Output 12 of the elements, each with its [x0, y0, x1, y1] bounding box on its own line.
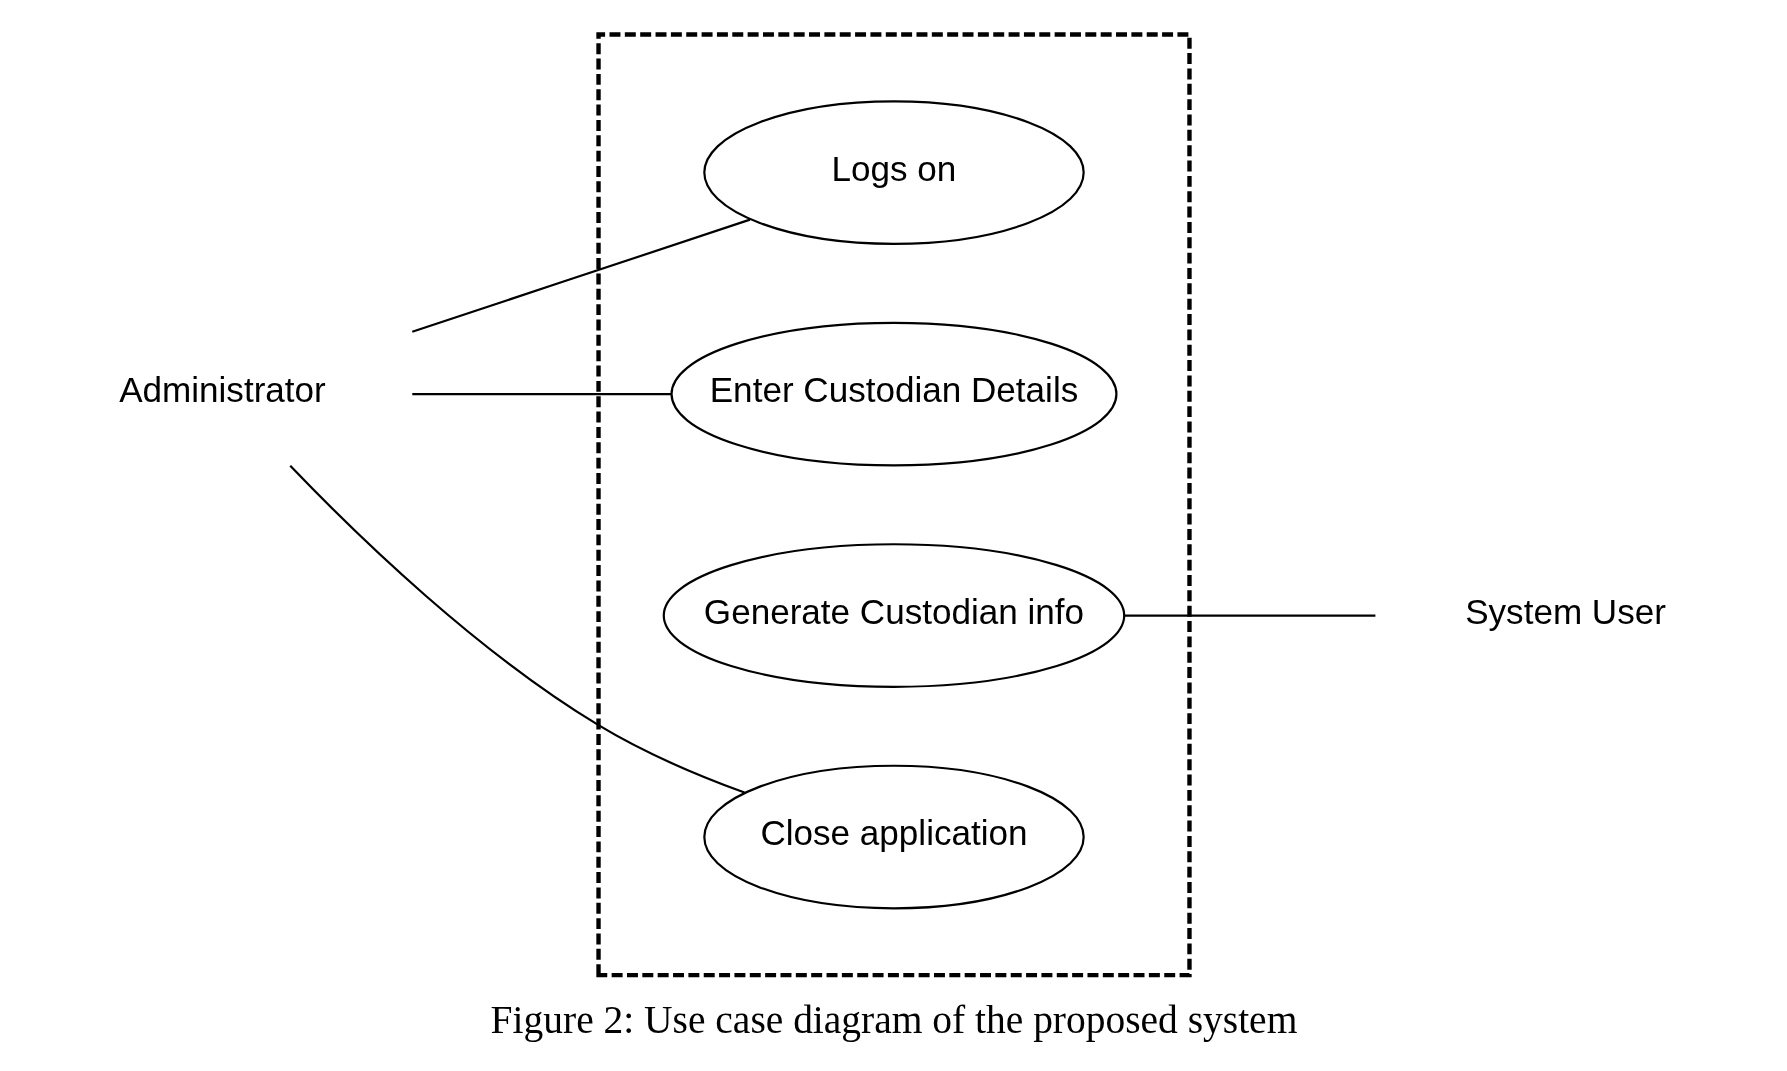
node-ellipse: Enter Custodian Details [669, 321, 1118, 467]
node-ellipse: Generate Custodian info [662, 543, 1125, 688]
node-text: System User [1464, 591, 1666, 631]
node-ellipse: Close application [702, 764, 1085, 910]
cluster [595, 32, 1192, 978]
node-text: Administrator [118, 370, 326, 410]
connector [411, 218, 750, 333]
connector [411, 392, 671, 396]
caption: Figure 2: Use case diagram of the proposed system [490, 998, 1297, 1043]
connector [1123, 614, 1375, 617]
node-ellipse: Logs on [702, 100, 1085, 245]
connector [288, 465, 745, 794]
